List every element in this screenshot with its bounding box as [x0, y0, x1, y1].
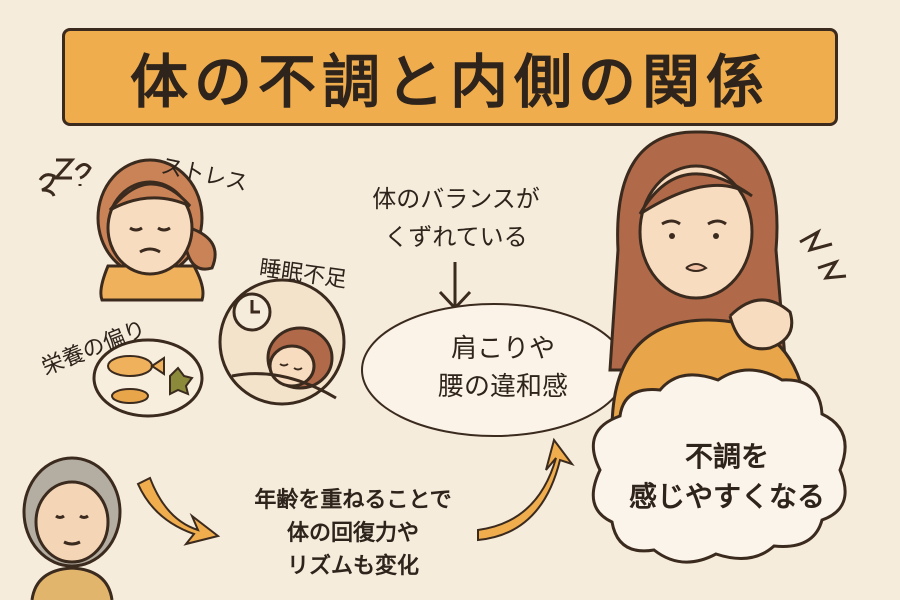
down-arrow-icon	[438, 262, 472, 311]
page-title: 体の不調と内側の関係	[129, 48, 770, 116]
curved-arrow-icon	[477, 437, 575, 542]
cloud-line-1: 不調を	[684, 440, 769, 473]
balance-text: 体のバランスが くずれている	[356, 180, 556, 256]
sleep-deprivation-illustration	[218, 278, 346, 406]
sleep-z-icon	[52, 158, 92, 186]
cloud-bubble	[591, 368, 847, 564]
balance-line-1: 体のバランスが	[372, 185, 540, 213]
symptom-line-1: 肩こりや	[450, 334, 555, 364]
lightning-icon	[799, 228, 847, 280]
curved-arrow-icon	[136, 476, 221, 546]
aging-line-2: 体の回復力や	[286, 521, 419, 546]
aging-line-3: リズムも変化	[286, 554, 419, 579]
symptom-line-2: 腰の違和感	[437, 372, 568, 402]
food-plate-illustration	[92, 338, 204, 418]
balance-line-2: くずれている	[384, 223, 528, 251]
fish-icon	[107, 355, 165, 377]
elderly-woman-illustration	[22, 456, 122, 600]
stressed-girl-illustration	[38, 158, 217, 302]
title-banner: 体の不調と内側の関係	[62, 28, 838, 126]
aging-line-1: 年齢を重ねることで	[254, 488, 452, 513]
cloud-text: 不調を 感じやすくなる	[612, 437, 842, 517]
aging-text: 年齢を重ねることで 体の回復力や リズムも変化	[218, 484, 488, 583]
clock-icon	[232, 292, 272, 332]
cloud-line-2: 感じやすくなる	[628, 480, 825, 513]
symptom-text: 肩こりや 腰の違和感	[398, 330, 608, 406]
